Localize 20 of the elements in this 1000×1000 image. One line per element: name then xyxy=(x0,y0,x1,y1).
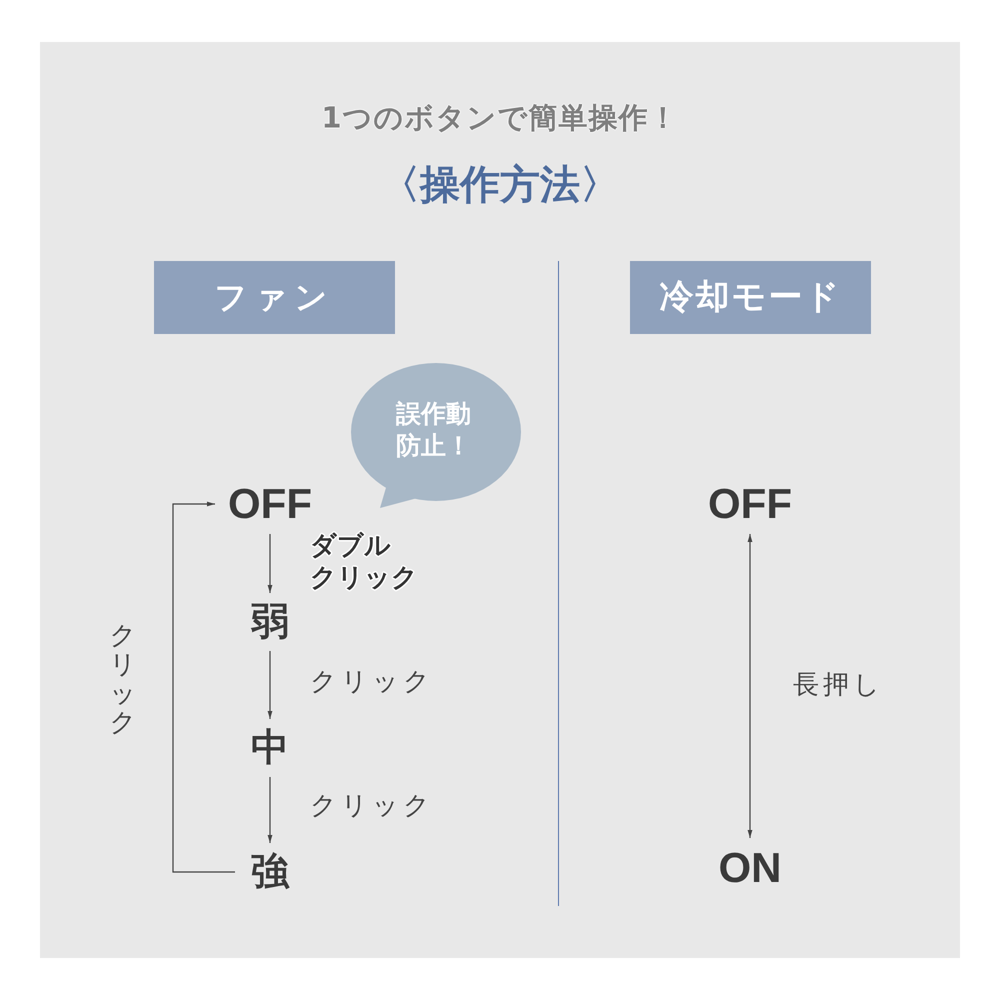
edge-label: クリック xyxy=(310,666,434,698)
edge-label: クリック xyxy=(310,790,434,822)
title: 〈操作方法〉 xyxy=(380,161,620,209)
arrow xyxy=(268,534,272,593)
arrow xyxy=(268,651,272,719)
state-label: ON xyxy=(710,846,790,890)
edge-label: ダブルクリック xyxy=(310,530,419,594)
subtitle: 1つのボタンで簡単操作！ xyxy=(321,100,679,136)
double-arrow xyxy=(748,534,752,838)
arrow xyxy=(172,502,235,873)
header-box: ファン xyxy=(154,261,395,334)
state-label: 弱 xyxy=(245,601,295,643)
header-box: 冷却モード xyxy=(630,261,871,334)
arrow xyxy=(268,777,272,843)
state-label: 強 xyxy=(245,851,295,893)
state-label: OFF xyxy=(225,482,315,526)
edge-label: クリック xyxy=(108,622,138,738)
state-label: OFF xyxy=(705,482,795,526)
edge-label: 長押し xyxy=(793,669,884,701)
state-label: 中 xyxy=(245,727,295,769)
